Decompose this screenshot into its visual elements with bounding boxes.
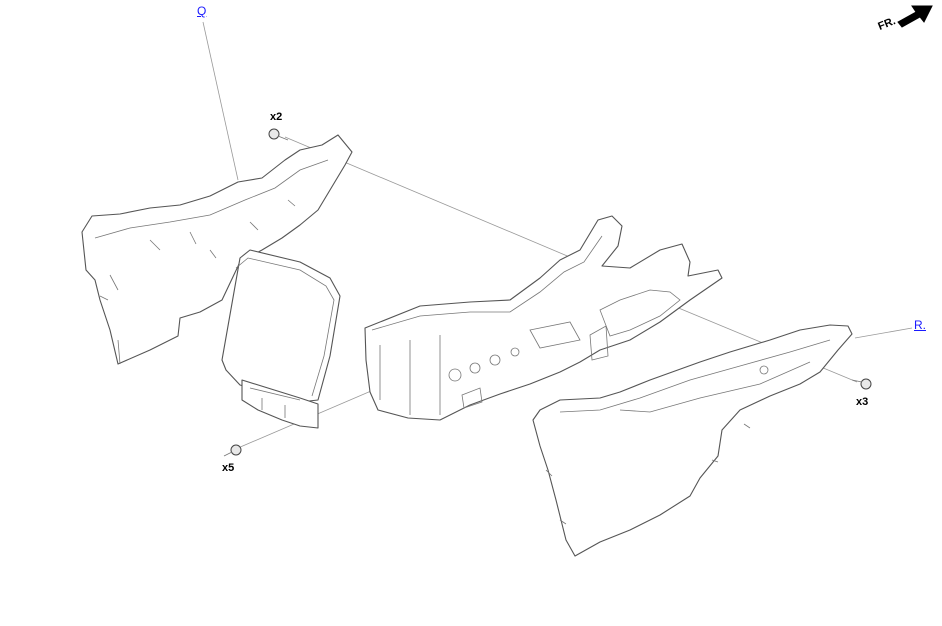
screw-right	[851, 378, 872, 390]
quantity-label-right-screws: x3	[856, 396, 869, 408]
front-direction-arrow-icon	[897, 5, 933, 28]
quantity-label-top-screws: x2	[270, 111, 283, 123]
left-console-side-panel	[81, 134, 353, 365]
screw-left	[223, 444, 242, 457]
leader-q	[202, 21, 239, 181]
callout-link-q[interactable]: Q	[197, 4, 207, 18]
leader-r	[854, 327, 913, 339]
quantity-label-left-screws: x5	[222, 462, 235, 474]
callout-link-r[interactable]: R.	[914, 318, 926, 332]
armrest-lid	[221, 249, 341, 429]
screw-top	[268, 128, 289, 141]
right-console-side-panel	[532, 324, 853, 557]
center-console-frame	[364, 215, 723, 421]
